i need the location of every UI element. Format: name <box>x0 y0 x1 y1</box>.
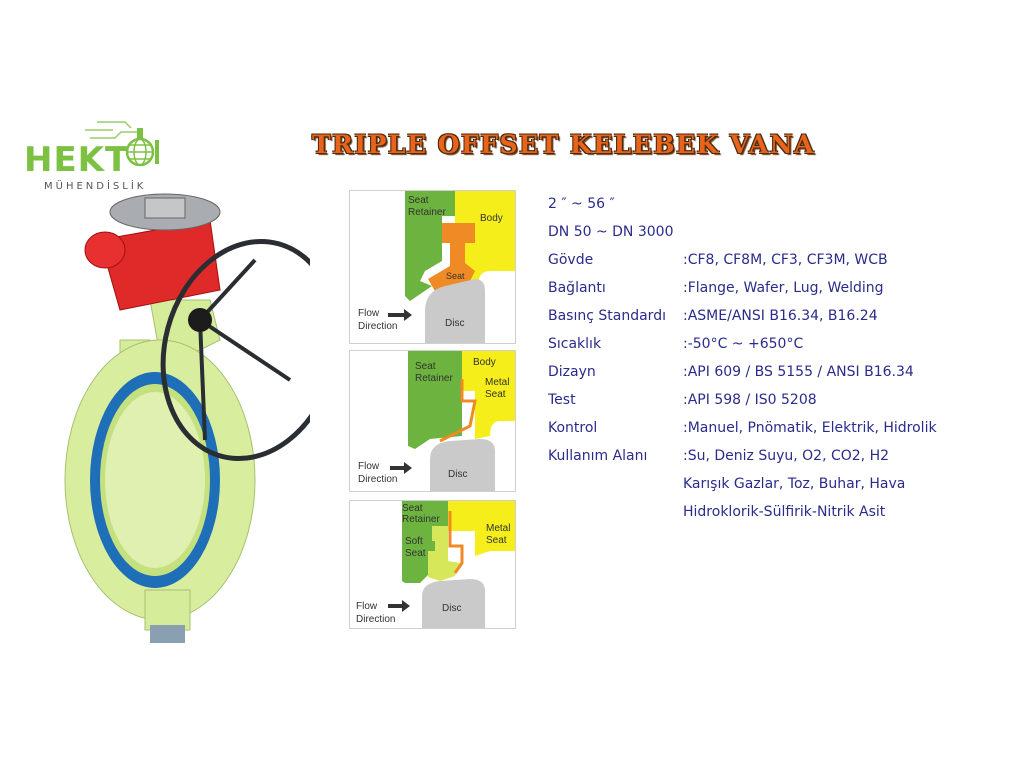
label-disc: Disc <box>445 318 464 329</box>
spec-value: :-50°C ~ +650°C <box>683 336 804 352</box>
spec-label: Sıcaklık <box>548 336 602 352</box>
label-soft: Soft <box>405 536 423 547</box>
spec-value: :Flange, Wafer, Lug, Welding <box>683 280 884 296</box>
spec-value: :API 598 / IS0 5208 <box>683 392 817 408</box>
flow-arrow-icon <box>388 309 412 321</box>
label-flow: Flow <box>358 461 380 472</box>
spec-label: Test <box>548 392 576 408</box>
label-body: Body <box>480 213 503 224</box>
spec-usage-extra-2: Hidroklorik-Sülfirik-Nitrik Asit <box>683 504 886 520</box>
spec-row: Bağlantı :Flange, Wafer, Lug, Welding <box>548 280 884 296</box>
spec-label: Kontrol <box>548 420 598 436</box>
spec-row: Dizayn :API 609 / BS 5155 / ANSI B16.34 <box>548 364 914 380</box>
label-metal-seat: Seat <box>485 389 506 400</box>
spec-value: :API 609 / BS 5155 / ANSI B16.34 <box>683 364 914 380</box>
spec-label: Basınç Standardı <box>548 308 666 324</box>
page-title: TRIPLE OFFSET KELEBEK VANA <box>312 130 816 159</box>
label-seat: Seat <box>415 361 436 372</box>
spec-value: :ASME/ANSI B16.34, B16.24 <box>683 308 878 324</box>
label-retainer: Retainer <box>402 514 440 525</box>
label-soft-seat: Seat <box>405 548 426 559</box>
spec-row: Basınç Standardı :ASME/ANSI B16.34, B16.2… <box>548 308 878 324</box>
label-direction: Direction <box>358 321 397 332</box>
logo-subtitle: MÜHENDİSLİK <box>44 181 147 192</box>
spec-row: Kullanım Alanı :Su, Deniz Suyu, O2, CO2, … <box>548 448 889 464</box>
seat-diagram-laminated: Seat Retainer Soft Seat Metal Seat Flow … <box>349 500 516 629</box>
label-direction: Direction <box>358 474 397 485</box>
label-disc: Disc <box>442 603 461 614</box>
label-retainer: Retainer <box>408 207 446 218</box>
label-flow: Flow <box>358 308 380 319</box>
spec-row: Sıcaklık :-50°C ~ +650°C <box>548 336 803 352</box>
spec-value: :CF8, CF8M, CF3, CF3M, WCB <box>683 252 888 268</box>
spec-value: :Su, Deniz Suyu, O2, CO2, H2 <box>683 448 890 464</box>
handwheel[interactable] <box>139 222 310 479</box>
logo-globe-icon <box>85 121 159 167</box>
spec-row: Gövde :CF8, CF8M, CF3, CF3M, WCB <box>548 252 888 268</box>
valve-body <box>64 299 256 643</box>
spec-label: Dizayn <box>548 364 596 380</box>
spec-label: Kullanım Alanı <box>548 448 648 464</box>
label-metal: Metal <box>486 523 510 534</box>
valve-illustration <box>64 193 310 643</box>
spec-label: Bağlantı <box>548 280 606 296</box>
spec-size-dn: DN 50 ~ DN 3000 <box>548 224 674 240</box>
label-metal-seat: Seat <box>486 535 507 546</box>
spec-row: Kontrol :Manuel, Pnömatik, Elektrik, Hidr… <box>548 420 937 436</box>
spec-size-inch: 2 ″ ~ 56 ″ <box>548 196 615 212</box>
flow-arrow-icon <box>390 462 412 474</box>
label-disc: Disc <box>448 469 467 480</box>
gearbox <box>84 193 221 311</box>
label-flow: Flow <box>356 601 378 612</box>
spec-value: :Manuel, Pnömatik, Elektrik, Hidrolik <box>683 420 937 436</box>
label-seat: Seat <box>408 195 429 206</box>
flow-arrow-icon <box>388 600 410 612</box>
label-seat: Seat <box>402 503 423 514</box>
label-metal: Metal <box>485 377 509 388</box>
spec-label: Gövde <box>548 252 594 268</box>
label-seat-part: Seat <box>446 271 465 281</box>
seat-diagram-metal: Seat Retainer Body Metal Seat Flow Direc… <box>349 350 516 492</box>
seat-diagram-soft: Seat Retainer Body Seat Flow Direction D… <box>349 190 516 344</box>
label-direction: Direction <box>356 614 395 625</box>
logo-wordmark: HEKT <box>24 140 130 180</box>
label-body: Body <box>473 357 496 368</box>
spec-row: Test :API 598 / IS0 5208 <box>548 392 817 408</box>
spec-usage-extra-1: Karışık Gazlar, Toz, Buhar, Hava <box>683 476 906 492</box>
label-retainer: Retainer <box>415 373 453 384</box>
